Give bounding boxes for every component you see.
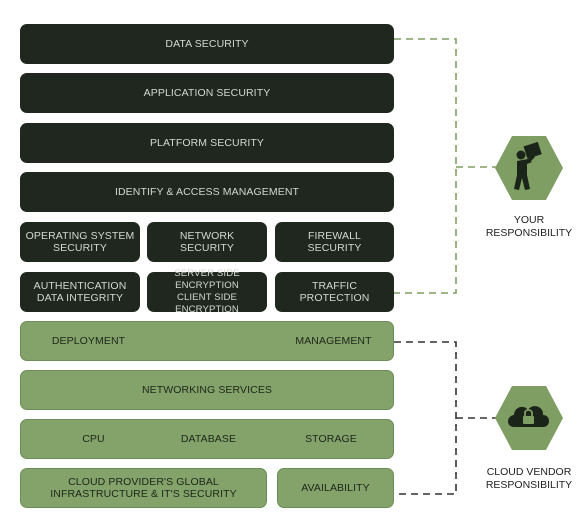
authentication-integrity-layer: AUTHENTICATION DATA INTEGRITY [20, 272, 140, 312]
application-security-layer: APPLICATION SECURITY [20, 73, 394, 113]
layer-label: OPERATING SYSTEM SECURITY [25, 230, 135, 254]
layer-label: AVAILABILITY [301, 482, 370, 494]
encryption-layer: SERVER SIDE ENCRYPTION CLIENT SIDE ENCRY… [147, 268, 267, 315]
management-label: MANAGEMENT [295, 335, 372, 347]
cloud-lock-icon [508, 406, 549, 427]
layer-label: FIREWALL SECURITY [307, 230, 362, 254]
data-security-layer: DATA SECURITY [20, 24, 394, 64]
layer-label: NETWORKING SERVICES [141, 384, 273, 396]
deployment-label: DEPLOYMENT [51, 335, 126, 347]
layer-label: SERVER SIDE ENCRYPTION CLIENT SIDE ENCRY… [174, 268, 240, 315]
networking-services-layer: NETWORKING SERVICES [20, 370, 394, 410]
vendor-responsibility-hexagon [495, 386, 563, 450]
your-responsibility-bracket [394, 38, 500, 294]
identity-access-management-layer: IDENTIFY & ACCESS MANAGEMENT [20, 172, 394, 212]
layer-label: TRAFFIC PROTECTION [299, 280, 370, 304]
person-carrying-box-icon [514, 141, 542, 190]
global-infrastructure-layer: CLOUD PROVIDER'S GLOBAL INFRASTRUCTURE &… [20, 468, 267, 508]
network-security-layer: NETWORK SECURITY [147, 222, 267, 262]
os-security-layer: OPERATING SYSTEM SECURITY [20, 222, 140, 262]
storage-label: STORAGE [305, 433, 357, 445]
cpu-label: CPU [82, 433, 105, 445]
layer-label: NETWORK SECURITY [179, 230, 235, 254]
layer-label: PLATFORM SECURITY [149, 137, 265, 149]
platform-security-layer: PLATFORM SECURITY [20, 123, 394, 163]
vendor-responsibility-label: CLOUD VENDOR RESPONSIBILITY [485, 466, 573, 491]
deployment-management-layer: DEPLOYMENT MANAGEMENT [20, 321, 394, 361]
firewall-security-layer: FIREWALL SECURITY [275, 222, 394, 262]
your-responsibility-hexagon [495, 136, 563, 200]
layer-label: CLOUD PROVIDER'S GLOBAL INFRASTRUCTURE &… [50, 476, 237, 500]
availability-layer: AVAILABILITY [277, 468, 394, 508]
database-label: DATABASE [180, 433, 237, 445]
layer-label: DATA SECURITY [165, 38, 249, 50]
layer-label: IDENTIFY & ACCESS MANAGEMENT [114, 186, 300, 198]
vendor-responsibility-bracket [394, 341, 500, 495]
compute-storage-layer: CPU DATABASE STORAGE [20, 419, 394, 459]
traffic-protection-layer: TRAFFIC PROTECTION [275, 272, 394, 312]
your-responsibility-label: YOUR RESPONSIBILITY [485, 214, 573, 239]
layer-label: AUTHENTICATION DATA INTEGRITY [33, 280, 127, 304]
layer-label: APPLICATION SECURITY [143, 87, 271, 99]
